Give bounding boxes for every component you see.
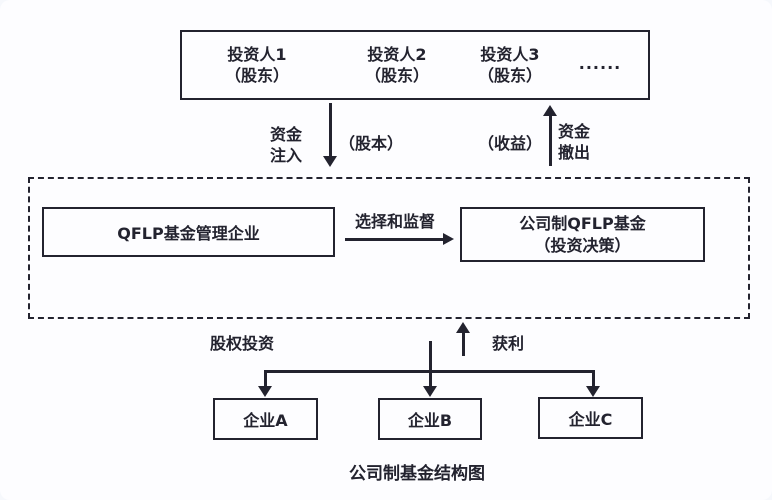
investment-drop-line-c <box>592 370 595 388</box>
enterprise-b-box: 企业B <box>378 398 482 440</box>
capital-inject-arrowhead-icon <box>323 156 337 167</box>
investor-2-name: 投资人2 <box>367 45 427 64</box>
return-label: （收益） <box>478 134 543 153</box>
investor-1: 投资人1 （股东） <box>199 44 315 86</box>
select-supervise-arrowhead-icon <box>443 233 454 245</box>
equity-label: （股本） <box>339 134 404 153</box>
investment-branch-line <box>264 370 594 373</box>
investor-3-name: 投资人3 <box>480 45 540 64</box>
capital-inject-arrow-line <box>329 103 332 158</box>
qflp-fund-box: 公司制QFLP基金 （投资决策） <box>460 207 705 262</box>
profit-arrow-line <box>462 331 465 356</box>
management-company-box: QFLP基金管理企业 <box>42 207 335 257</box>
profit-label: 获利 <box>492 334 525 353</box>
enterprise-c-box: 企业C <box>538 397 643 439</box>
investor-2: 投资人2 （股东） <box>339 44 455 86</box>
investors-box: 投资人1 （股东） 投资人2 （股东） 投资人3 （股东） ...... <box>180 30 650 100</box>
capital-withdraw-arrow-line <box>549 114 552 166</box>
select-supervise-label: 选择和监督 <box>354 212 435 231</box>
fund-entity-dashed-box <box>28 177 750 319</box>
investor-1-role: （股东） <box>224 66 289 85</box>
equity-investment-label: 股权投资 <box>210 334 275 353</box>
diagram-caption: 公司制基金结构图 <box>349 464 485 484</box>
qflp-fund-label-line2: （投资决策） <box>534 235 631 255</box>
profit-arrowhead-icon <box>456 322 470 333</box>
investment-arrowhead-b-icon <box>423 386 437 397</box>
investor-3: 投资人3 （股东） <box>452 44 568 86</box>
select-supervise-arrow-line <box>345 238 445 241</box>
investment-arrowhead-c-icon <box>586 386 600 397</box>
investor-2-role: （股东） <box>364 66 429 85</box>
qflp-fund-label-line1: 公司制QFLP基金 <box>519 213 646 233</box>
enterprise-a-box: 企业A <box>213 398 318 440</box>
investment-drop-line-a <box>264 370 267 388</box>
management-company-label: QFLP基金管理企业 <box>117 224 260 243</box>
capital-withdraw-arrowhead-icon <box>543 105 557 116</box>
investment-center-drop-line <box>429 341 432 388</box>
more-investors-ellipsis: ...... <box>578 54 622 73</box>
enterprise-b-label: 企业B <box>407 411 453 430</box>
capital-inject-label-line2: 注入 <box>269 146 302 165</box>
enterprise-c-label: 企业C <box>568 410 613 429</box>
capital-inject-label-line1: 资金 <box>269 125 302 144</box>
capital-withdraw-label-line2: 撤出 <box>558 143 591 162</box>
investment-arrowhead-a-icon <box>258 386 272 397</box>
enterprise-a-label: 企业A <box>243 411 288 430</box>
capital-withdraw-label: 资金 撤出 <box>558 121 606 163</box>
investor-1-name: 投资人1 <box>227 45 287 64</box>
capital-withdraw-label-line1: 资金 <box>558 122 591 141</box>
investor-3-role: （股东） <box>477 66 542 85</box>
capital-inject-label: 资金 注入 <box>262 124 310 166</box>
